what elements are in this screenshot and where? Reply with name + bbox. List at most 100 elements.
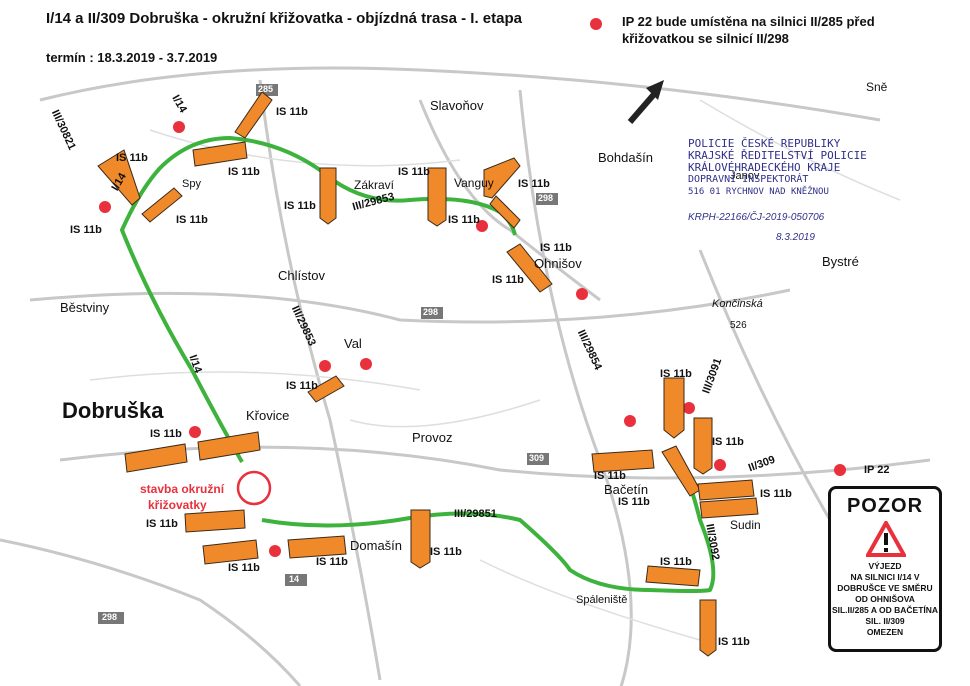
is11b-label: IS 11b — [712, 436, 744, 448]
stamp-line5: 516 01 RYCHNOV NAD KNĚŽNOU — [688, 187, 829, 197]
page-title: I/14 a II/309 Dobruška - okružní křižova… — [46, 10, 522, 27]
is11b-sign — [197, 431, 261, 461]
is11b-sign — [693, 417, 713, 475]
is11b-label: IS 11b — [660, 368, 692, 380]
place-val: Val — [344, 336, 362, 351]
place-bohdasin: Bohdašín — [598, 150, 653, 165]
ip-note-line2: křižovatkou se silnicí II/298 — [622, 31, 789, 46]
is11b-sign — [202, 539, 259, 565]
is11b-label: IS 11b — [286, 380, 318, 392]
is11b-label: IS 11b — [518, 178, 550, 190]
is11b-sign — [697, 479, 755, 501]
stamp-line2: KRAJSKÉ ŘEDITELSTVÍ POLICIE — [688, 149, 867, 162]
is11b-label: IS 11b — [398, 166, 430, 178]
construction-label-2: křižovatky — [148, 498, 207, 512]
road-14-plate: 14 — [289, 574, 300, 584]
pozor-line3: DOBRUŠCE VE SMĚRU — [837, 583, 933, 593]
is11b-sign — [699, 599, 717, 657]
road-plates — [98, 84, 558, 624]
police-stamp: POLICIE ČESKÉ REPUBLIKY KRAJSKÉ ŘEDITELS… — [688, 138, 867, 198]
is11b-sign — [489, 195, 521, 229]
stamp-line4: DOPRAVNÍ INSPEKTORÁT — [688, 174, 809, 185]
north-arrow-icon — [627, 80, 664, 124]
road-285-plate: 285 — [258, 84, 274, 94]
is11b-label: IS 11b — [70, 224, 102, 236]
place-spaleniste: Spáleniště — [576, 594, 628, 606]
is11b-label: IS 11b — [492, 274, 524, 286]
place-chlistov: Chlístov — [278, 268, 325, 283]
pozor-line2: NA SILNICI I/14 V — [850, 572, 920, 582]
is11b-label: IS 11b — [430, 546, 462, 558]
is11b-signs — [97, 91, 759, 657]
is11b-sign — [97, 149, 141, 206]
is11b-sign — [591, 449, 655, 473]
ip-note-line1: IP 22 bude umístěna na silnici II/285 př… — [622, 14, 875, 29]
term-label: termín : 18.3.2019 - 3.7.2019 — [46, 50, 218, 65]
road-298-plate: 298 — [423, 307, 439, 317]
label-526: 526 — [730, 320, 747, 331]
ip22-dots — [99, 18, 846, 557]
place-janov: Janov — [730, 170, 760, 182]
pozor-line7: OMEZEN — [866, 627, 904, 637]
ip22-dot — [624, 415, 636, 427]
ip22-dot — [173, 121, 185, 133]
is11b-label: IS 11b — [760, 488, 792, 500]
is11b-sign — [427, 167, 447, 227]
ip22-legend-label: IP 22 — [864, 464, 890, 476]
place-sne: Sně — [866, 80, 888, 94]
is11b-label: IS 11b — [228, 166, 260, 178]
pozor-line1: VÝJEZD — [868, 561, 902, 571]
is11b-label: IS 11b — [316, 556, 348, 568]
ip22-dot — [476, 220, 488, 232]
is11b-label: IS 11b — [276, 106, 308, 118]
is11b-label: IS 11b — [540, 242, 572, 254]
is11b-sign — [319, 167, 337, 225]
road-309-plate: 309 — [529, 453, 545, 463]
place-krovice: Křovice — [246, 408, 290, 423]
detour-route-south — [261, 449, 716, 593]
stamp-line1: POLICIE ČESKÉ REPUBLIKY — [688, 137, 841, 150]
is11b-sign — [184, 509, 246, 533]
ip22-dot — [360, 358, 372, 370]
is11b-sign — [141, 187, 183, 223]
is11b-label: IS 11b — [594, 470, 626, 482]
place-slavonov: Slavoňov — [430, 98, 484, 113]
place-zakravi: Zákraví — [354, 178, 395, 192]
road-298-plate-2: 298 — [538, 193, 554, 203]
ip22-dot-legend — [834, 464, 846, 476]
is11b-sign — [506, 243, 553, 293]
pozor-line5: SIL.II/285 A OD BAČETÍNA — [831, 605, 939, 615]
is11b-label: IS 11b — [116, 152, 148, 164]
place-ohnisov: Ohnišov — [534, 256, 582, 271]
is11b-sign — [645, 565, 701, 587]
is11b-sign — [234, 91, 273, 139]
ip22-dot-legend-top — [590, 18, 602, 30]
road-29851: III/29851 — [454, 508, 497, 520]
place-bacetin: Bačetín — [604, 482, 649, 497]
place-provoz: Provoz — [412, 430, 453, 445]
ip22-dot — [269, 545, 281, 557]
ip22-dot — [189, 426, 201, 438]
ip22-dot — [576, 288, 588, 300]
ip22-dot — [319, 360, 331, 372]
stamp-line3: KRÁLOVÉHRADECKÉHO KRAJE — [688, 161, 841, 174]
warning-triangle-icon — [866, 521, 906, 557]
is11b-sign — [663, 377, 685, 439]
place-bestviny: Běstviny — [60, 300, 110, 315]
is11b-label: IS 11b — [618, 496, 650, 508]
ip22-dot — [714, 459, 726, 471]
road-298-plate-3: 298 — [102, 612, 118, 622]
stamp-ref: KRPH-22166/ČJ-2019-050706 — [688, 212, 825, 223]
is11b-label: IS 11b — [660, 556, 692, 568]
is11b-label: IS 11b — [448, 214, 480, 226]
ip22-dot — [99, 201, 111, 213]
place-dobruska: Dobruška — [62, 398, 164, 423]
place-domasin: Domašín — [350, 538, 403, 553]
construction-label: stavba okružní — [140, 482, 225, 496]
pozor-warning-box: POZOR VÝJEZD NA SILNICI I/14 V DOBRUŠCE … — [828, 486, 942, 652]
place-vanguy: Vanguy — [454, 176, 494, 190]
pozor-line6: SIL. II/309 — [865, 616, 905, 626]
background-roads-thin — [89, 99, 901, 641]
is11b-label: IS 11b — [718, 636, 750, 648]
